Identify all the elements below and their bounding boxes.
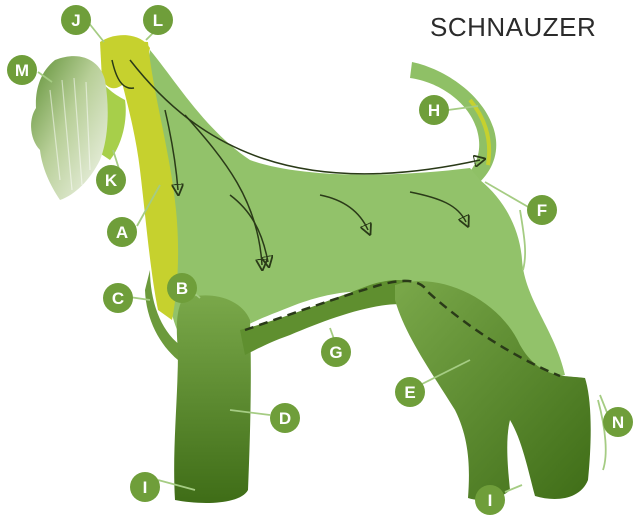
- marker-B: B: [167, 273, 197, 303]
- marker-C: C: [103, 283, 133, 313]
- marker-N: N: [603, 407, 633, 437]
- marker-A-label: A: [116, 223, 128, 242]
- marker-L: L: [143, 5, 173, 35]
- marker-J-label: J: [71, 11, 80, 30]
- marker-K: K: [96, 165, 126, 195]
- marker-N-label: N: [612, 413, 624, 432]
- marker-F-label: F: [537, 201, 547, 220]
- marker-B-label: B: [176, 279, 188, 298]
- marker-G-label: G: [329, 343, 342, 362]
- marker-I-hind: I: [475, 485, 505, 515]
- marker-A: A: [107, 217, 137, 247]
- marker-H-label: H: [428, 101, 440, 120]
- marker-H: H: [419, 95, 449, 125]
- front-legs: [174, 295, 251, 503]
- marker-K-label: K: [105, 171, 118, 190]
- marker-D: D: [270, 403, 300, 433]
- marker-I-front-label: I: [143, 478, 148, 497]
- marker-M: M: [7, 55, 37, 85]
- marker-I-front: I: [130, 472, 160, 502]
- marker-F: F: [527, 195, 557, 225]
- marker-E: E: [395, 377, 425, 407]
- marker-J: J: [61, 5, 91, 35]
- marker-I-hind-label: I: [488, 491, 493, 510]
- marker-M-label: M: [15, 61, 29, 80]
- marker-D-label: D: [279, 409, 291, 428]
- marker-L-label: L: [153, 11, 163, 30]
- marker-G: G: [321, 337, 351, 367]
- marker-E-label: E: [404, 383, 415, 402]
- marker-C-label: C: [112, 289, 124, 308]
